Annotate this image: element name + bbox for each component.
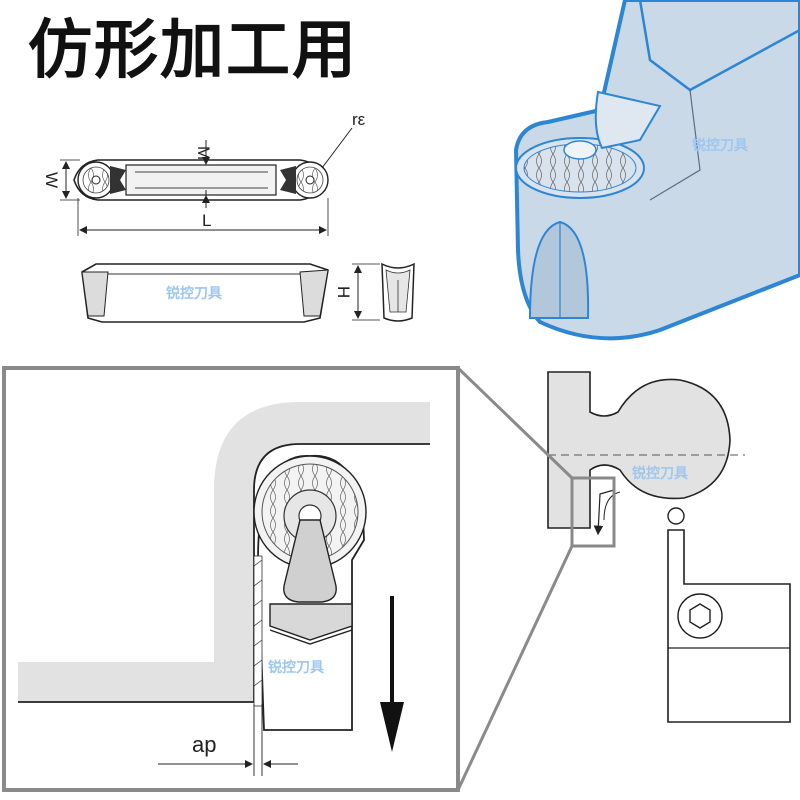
feed-direction-arrow-icon (380, 702, 404, 752)
zoom-source-frame (570, 476, 616, 548)
dimension-W-label: W (42, 172, 61, 188)
watermark-side-view: 锐控刀具 (166, 285, 222, 302)
page-title: 仿形加工用 (28, 14, 358, 88)
hex-socket-icon (689, 603, 711, 629)
zoom-connector-top (456, 366, 574, 480)
zoom-connector-bottom (456, 545, 574, 791)
watermark-setup: 锐控刀具 (632, 465, 688, 482)
watermark-3d: 锐控刀具 (692, 137, 748, 154)
dimension-H-label: H (334, 286, 353, 298)
tool-3d-illustration: 锐控刀具 (514, 0, 800, 341)
insert-top-view: M W rε L (42, 110, 366, 236)
dimension-M-label: M (194, 146, 213, 160)
zoomed-detail-view: ap 锐控刀具 (2, 366, 460, 792)
insert-side-view: H 锐控刀具 (81, 262, 415, 323)
dimension-re-label: rε (352, 110, 366, 129)
workpiece-profile (18, 402, 430, 702)
watermark-detail: 锐控刀具 (268, 659, 324, 676)
dimension-ap-label: ap (192, 732, 216, 757)
dimension-L-label: L (202, 211, 211, 230)
setup-overview: 锐控刀具 (547, 371, 791, 723)
